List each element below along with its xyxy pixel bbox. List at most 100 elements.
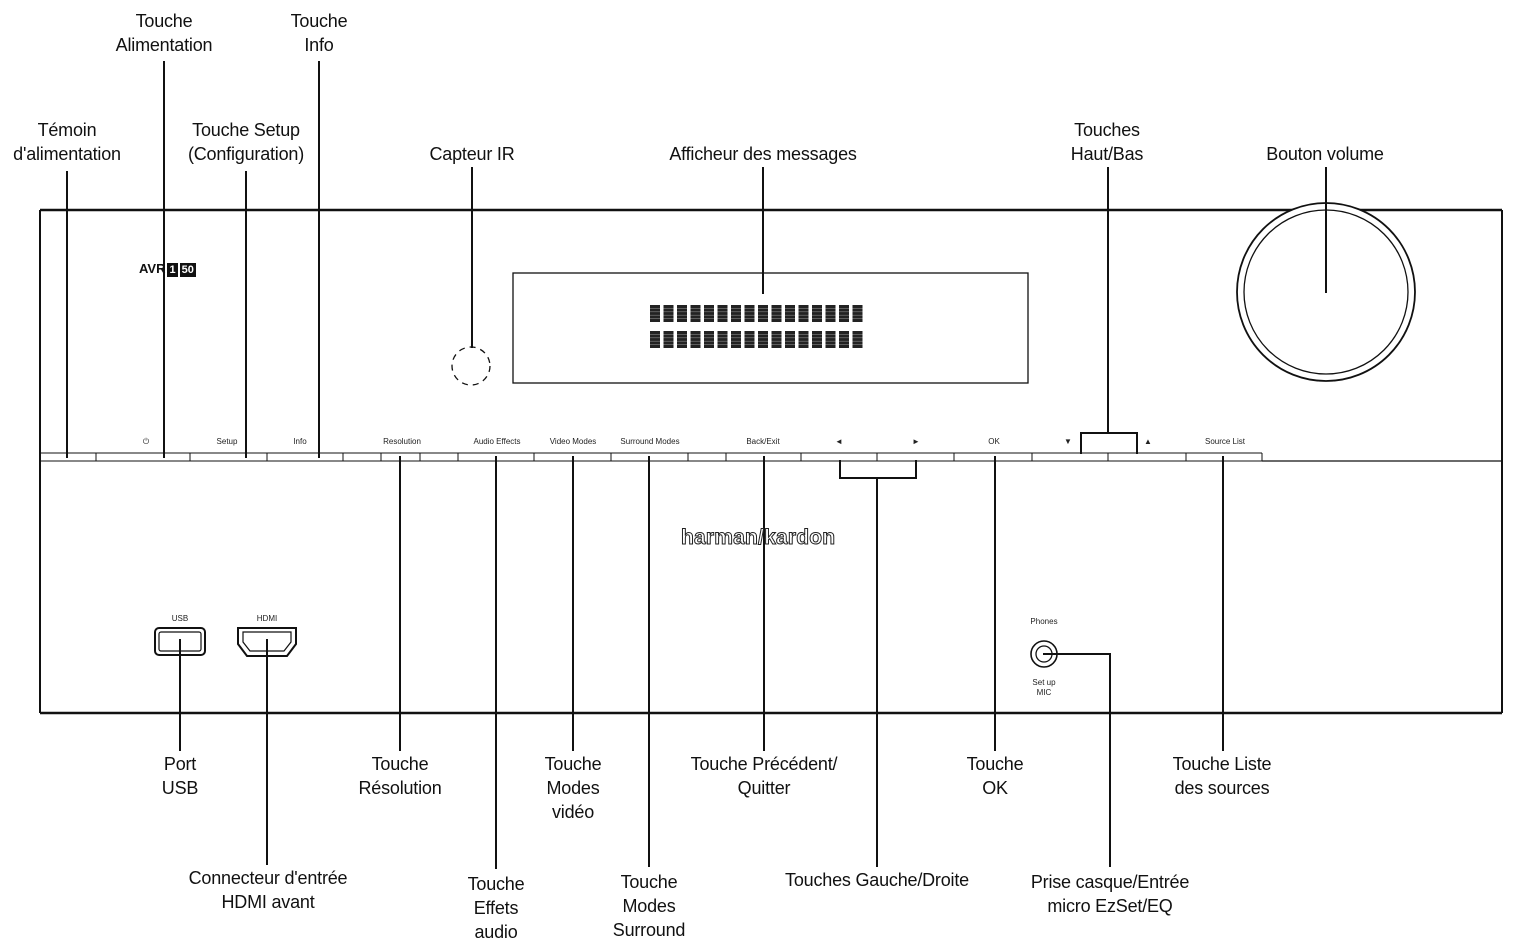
- panel-video-modes-label: Video Modes: [549, 437, 597, 446]
- panel-resolution-label: Resolution: [383, 437, 421, 446]
- button-strip: [40, 452, 1263, 462]
- display-char-cell: [731, 331, 741, 348]
- display-char-cell: [758, 305, 768, 322]
- display-char-cell: [839, 331, 849, 348]
- display-char-block: [785, 305, 795, 322]
- display-char-block: [690, 331, 701, 348]
- display-char-cell: [744, 331, 755, 348]
- display-char-cell: [717, 305, 728, 322]
- display-char-block: [839, 331, 849, 348]
- message-display: [512, 272, 1029, 384]
- display-char-block: [771, 305, 782, 322]
- display-char-cell: [731, 305, 741, 322]
- display-char-cell: [771, 331, 782, 348]
- display-char-block: [852, 331, 863, 348]
- display-char-cell: [785, 331, 795, 348]
- display-char-cell: [677, 305, 687, 322]
- display-char-block: [744, 331, 755, 348]
- display-char-cell: [812, 305, 822, 322]
- callout-back-exit-button: Touche Précédent/Quitter: [690, 754, 838, 798]
- display-char-block: [771, 331, 782, 348]
- panel-down-arrow: ▼: [1064, 437, 1072, 446]
- callout-volume-knob: Bouton volume: [1266, 144, 1384, 164]
- panel-setup-label: Setup: [216, 437, 238, 446]
- panel-setup-mic-label-2: MIC: [1036, 688, 1052, 697]
- display-char-cell: [704, 331, 714, 348]
- display-char-cell: [704, 305, 714, 322]
- display-char-block: [663, 331, 674, 348]
- display-char-cell: [812, 331, 822, 348]
- display-char-cell: [852, 305, 863, 322]
- display-char-block: [798, 331, 809, 348]
- display-char-cell: [677, 331, 687, 348]
- panel-up-arrow: ▲: [1144, 437, 1152, 446]
- panel-surround-modes-label: Surround Modes: [620, 437, 680, 446]
- display-char-cell: [785, 305, 795, 322]
- panel-hdmi-label: HDMI: [256, 614, 278, 623]
- display-char-cell: [758, 331, 768, 348]
- display-char-cell: [825, 305, 836, 322]
- panel-source-list-label: Source List: [1204, 437, 1246, 446]
- callout-message-display: Afficheur des messages: [669, 144, 857, 164]
- callout-ir-sensor: Capteur IR: [429, 144, 515, 164]
- panel-power-symbol: ⏻: [142, 437, 150, 446]
- display-char-cell: [744, 305, 755, 322]
- display-char-cell: [663, 331, 674, 348]
- display-char-block: [704, 331, 714, 348]
- leader-left-right-buttons: [839, 460, 917, 867]
- display-char-cell: [839, 305, 849, 322]
- ir-sensor-window: [451, 346, 491, 386]
- display-char-cell: [798, 305, 809, 322]
- panel-phones-label: Phones: [1030, 617, 1058, 626]
- model-digit: 1: [167, 263, 178, 277]
- display-char-cell: [650, 331, 660, 348]
- panel-usb-label: USB: [171, 614, 189, 623]
- display-char-block: [825, 331, 836, 348]
- panel-setup-mic-label-1: Set up: [1032, 678, 1056, 687]
- display-char-block: [825, 305, 836, 322]
- callout-left-right-buttons: Touches Gauche/Droite: [785, 870, 969, 890]
- display-char-block: [677, 331, 687, 348]
- display-char-block: [852, 305, 863, 322]
- panel-back-exit-label: Back/Exit: [746, 437, 780, 446]
- display-char-block: [758, 305, 768, 322]
- display-char-block: [717, 305, 728, 322]
- display-char-cell: [852, 331, 863, 348]
- panel-info-label: Info: [293, 437, 307, 446]
- display-char-block: [717, 331, 728, 348]
- display-char-block: [650, 331, 660, 348]
- display-char-block: [798, 305, 809, 322]
- display-char-cell: [650, 305, 660, 322]
- display-char-cell: [825, 331, 836, 348]
- panel-ok-label: OK: [988, 437, 1000, 446]
- display-char-block: [812, 331, 822, 348]
- display-char-block: [839, 305, 849, 322]
- display-char-cell: [798, 331, 809, 348]
- display-char-cell: [663, 305, 674, 322]
- panel-left-arrow: ◄: [835, 437, 843, 446]
- panel-right-arrow: ►: [912, 437, 920, 446]
- panel-audio-effects-label: Audio Effects: [473, 437, 521, 446]
- display-char-block: [677, 305, 687, 322]
- display-char-block: [731, 305, 741, 322]
- display-char-cell: [690, 331, 701, 348]
- display-char-block: [758, 331, 768, 348]
- brand-logo: harman/kardon: [680, 526, 836, 550]
- leader-phones-mic-jack: [1043, 653, 1111, 867]
- display-char-block: [785, 331, 795, 348]
